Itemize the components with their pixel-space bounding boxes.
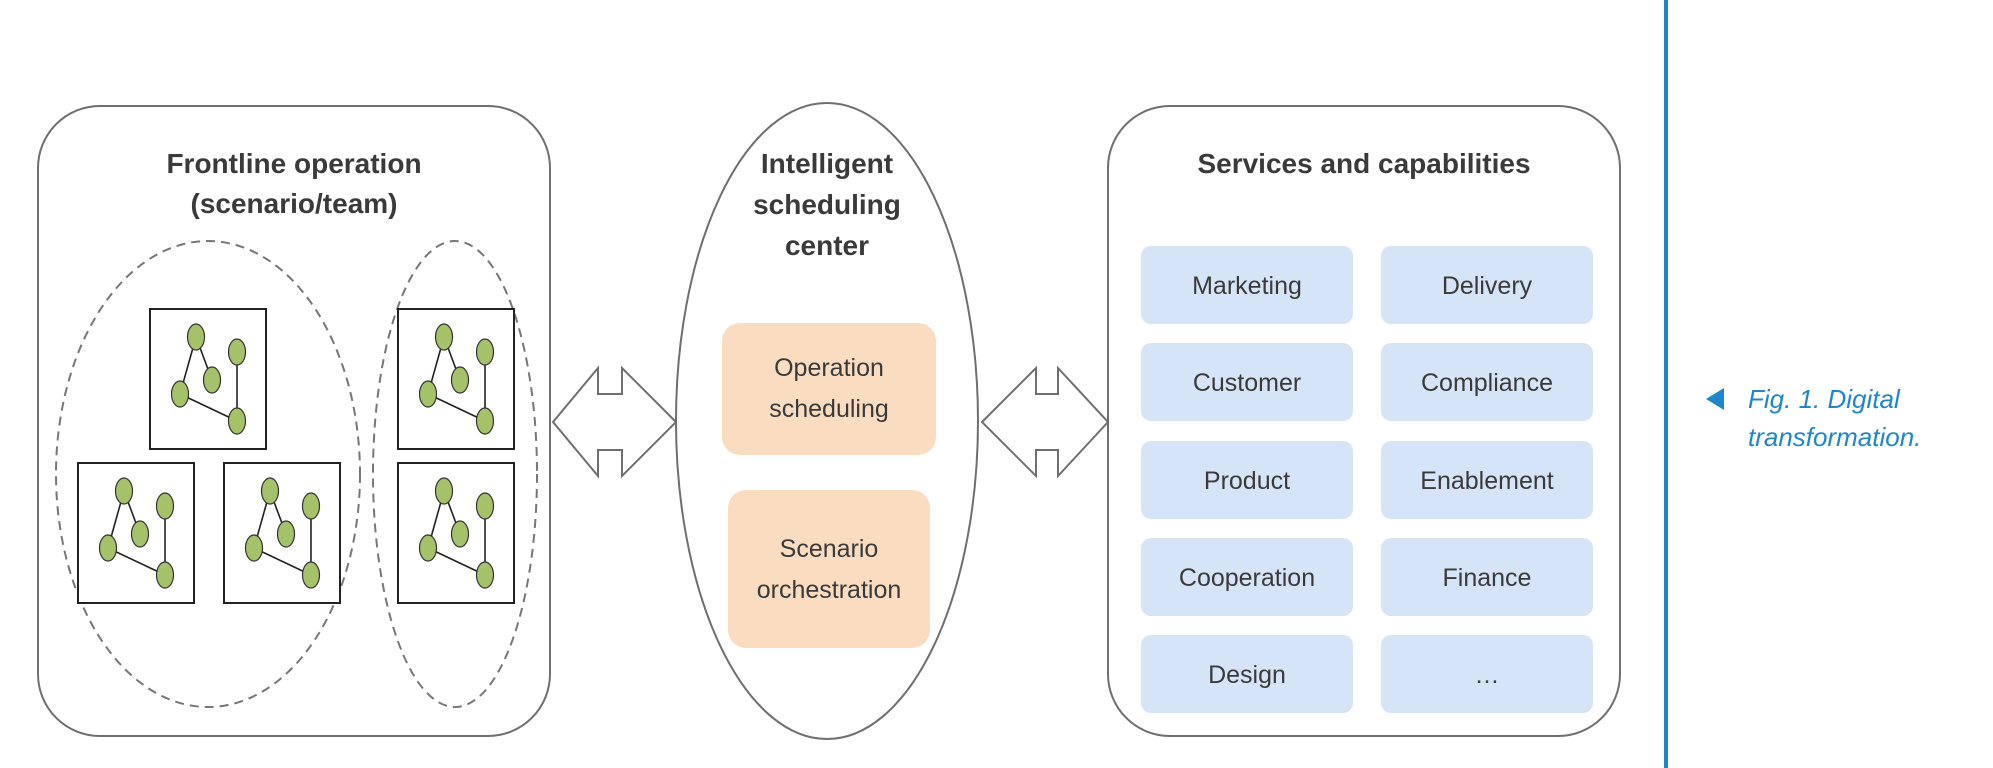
caption-divider	[1664, 0, 1668, 768]
team-link	[107, 547, 166, 576]
service-pill-label: Enablement	[1420, 467, 1553, 495]
caption-line1: Fig. 1. Digital	[1748, 384, 1900, 414]
caption-line2: transformation.	[1748, 422, 1922, 452]
team-member-node	[227, 338, 247, 366]
service-pill-label: Compliance	[1421, 369, 1553, 397]
team-member-node	[418, 534, 438, 562]
scenario-orchestration-line1: Scenario	[780, 535, 879, 563]
service-pill-label: Design	[1208, 661, 1286, 689]
scheduling-center: Intelligent scheduling center Operation …	[675, 102, 979, 740]
team-boxes	[77, 308, 515, 604]
team-link	[427, 393, 486, 422]
service-pill-label: Customer	[1193, 369, 1301, 397]
scenario-orchestration-box	[728, 490, 930, 648]
frontline-title-line2: (scenario/team)	[191, 188, 398, 219]
team-member-node	[130, 520, 150, 548]
team-member-node	[170, 380, 190, 408]
team-member-node	[155, 492, 175, 520]
team-member-node	[475, 407, 495, 435]
team-member-node	[260, 477, 280, 505]
team-member-node	[434, 323, 454, 351]
figure-caption: Fig. 1. Digital transformation.	[1748, 380, 1968, 456]
team-link	[253, 547, 312, 576]
scenario-orchestration-line2: orchestration	[757, 576, 902, 604]
services-title: Services and capabilities	[1197, 148, 1530, 179]
service-pill	[1381, 635, 1593, 713]
service-pill-label: Product	[1204, 467, 1290, 495]
center-title-line1: Intelligent	[761, 148, 893, 179]
service-pill	[1141, 538, 1353, 616]
double-arrow-right-shape	[980, 365, 1110, 479]
team-member-node	[450, 366, 470, 394]
team-member-node	[301, 492, 321, 520]
team-member-node	[434, 477, 454, 505]
service-pill-label: Marketing	[1192, 272, 1302, 300]
operation-scheduling-line1: Operation	[774, 354, 884, 382]
service-pill	[1381, 343, 1593, 421]
service-pill	[1381, 538, 1593, 616]
service-pill-label: …	[1475, 661, 1500, 689]
team-member-node	[227, 407, 247, 435]
center-title-line2: scheduling	[753, 189, 901, 220]
team-member-node	[202, 366, 222, 394]
team-member-node	[186, 323, 206, 351]
team-member-node	[155, 561, 175, 589]
services-panel: Services and capabilities Marketing Deliv…	[1107, 105, 1621, 737]
team-group-ellipse-small	[372, 240, 538, 708]
team-link	[179, 393, 238, 422]
service-pill	[1381, 246, 1593, 324]
double-arrow-left-shape	[551, 365, 678, 479]
service-pill	[1141, 343, 1353, 421]
team-member-node	[276, 520, 296, 548]
frontline-panel: Frontline operation (scenario/team)	[37, 105, 551, 737]
service-pill	[1141, 246, 1353, 324]
team-member-node	[301, 561, 321, 589]
service-pill	[1141, 441, 1353, 519]
service-pill	[1141, 635, 1353, 713]
team-member-node	[98, 534, 118, 562]
team-member-node	[475, 338, 495, 366]
team-member-node	[244, 534, 264, 562]
team-member-node	[475, 492, 495, 520]
team-group-ellipse-large	[55, 240, 361, 708]
service-pill-label: Finance	[1443, 564, 1532, 592]
center-title-line3: center	[785, 230, 869, 261]
team-member-node	[475, 561, 495, 589]
frontline-title-line1: Frontline operation	[166, 148, 421, 179]
double-arrow-right	[980, 365, 1110, 479]
double-arrow-left	[551, 365, 678, 479]
service-pill	[1381, 441, 1593, 519]
team-member-node	[418, 380, 438, 408]
service-pill-label: Cooperation	[1179, 564, 1315, 592]
operation-scheduling-box	[722, 323, 936, 455]
team-member-node	[114, 477, 134, 505]
operation-scheduling-line2: scheduling	[769, 395, 889, 423]
service-pill-label: Delivery	[1442, 272, 1533, 300]
team-link	[427, 547, 486, 576]
caption-pointer-icon	[1706, 388, 1724, 410]
team-member-node	[450, 520, 470, 548]
